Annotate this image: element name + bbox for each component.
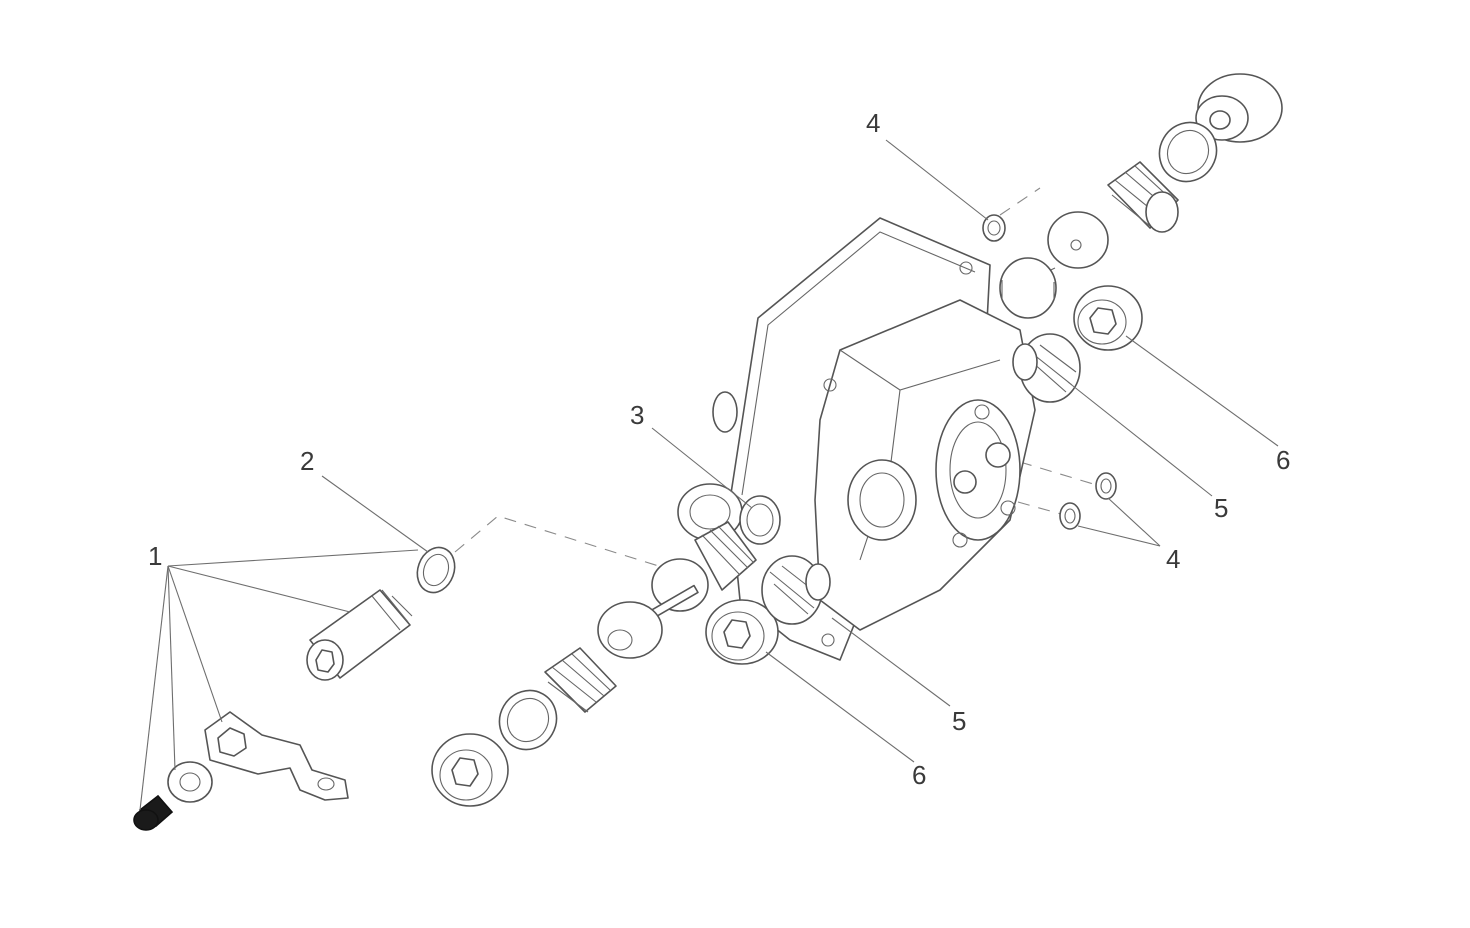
lower-piston — [597, 601, 663, 659]
right-washers-4 — [1059, 472, 1117, 530]
upper-cup — [999, 257, 1057, 319]
seal-ring-3 — [739, 495, 781, 545]
lower-valve-body — [641, 521, 757, 624]
lower-spring — [544, 647, 617, 713]
callout-1: 1 — [148, 541, 162, 571]
lever-bracket — [204, 711, 349, 801]
pump-housing — [677, 217, 1036, 661]
callout-labels: 1 2 3 4 4 5 5 6 6 — [148, 108, 1290, 790]
cap-screw — [133, 794, 174, 831]
callout-4-right: 4 — [1166, 544, 1180, 574]
upper-o-ring — [1158, 121, 1218, 183]
flat-washer — [167, 761, 213, 803]
callout-5-right: 5 — [1214, 493, 1228, 523]
callout-6-lower: 6 — [912, 760, 926, 790]
snap-ring-2 — [416, 546, 456, 594]
upper-washer-4 — [982, 214, 1006, 242]
callout-4-top: 4 — [866, 108, 880, 138]
callout-5-lower: 5 — [952, 706, 966, 736]
upper-spring — [1107, 161, 1179, 233]
adjuster-screw — [306, 589, 413, 681]
right-valve-5 — [1012, 333, 1081, 403]
lower-o-ring — [498, 689, 558, 751]
callout-3: 3 — [630, 400, 644, 430]
lower-plug-6 — [705, 599, 779, 665]
leader-lines — [139, 139, 1279, 811]
lower-plug-6-left — [431, 733, 509, 807]
lower-valve-5 — [761, 555, 831, 625]
upper-plug-6-top — [1195, 73, 1283, 143]
right-plug-6 — [1073, 285, 1143, 351]
callout-2: 2 — [300, 446, 314, 476]
upper-piston — [1039, 211, 1109, 276]
callout-6-right: 6 — [1276, 445, 1290, 475]
